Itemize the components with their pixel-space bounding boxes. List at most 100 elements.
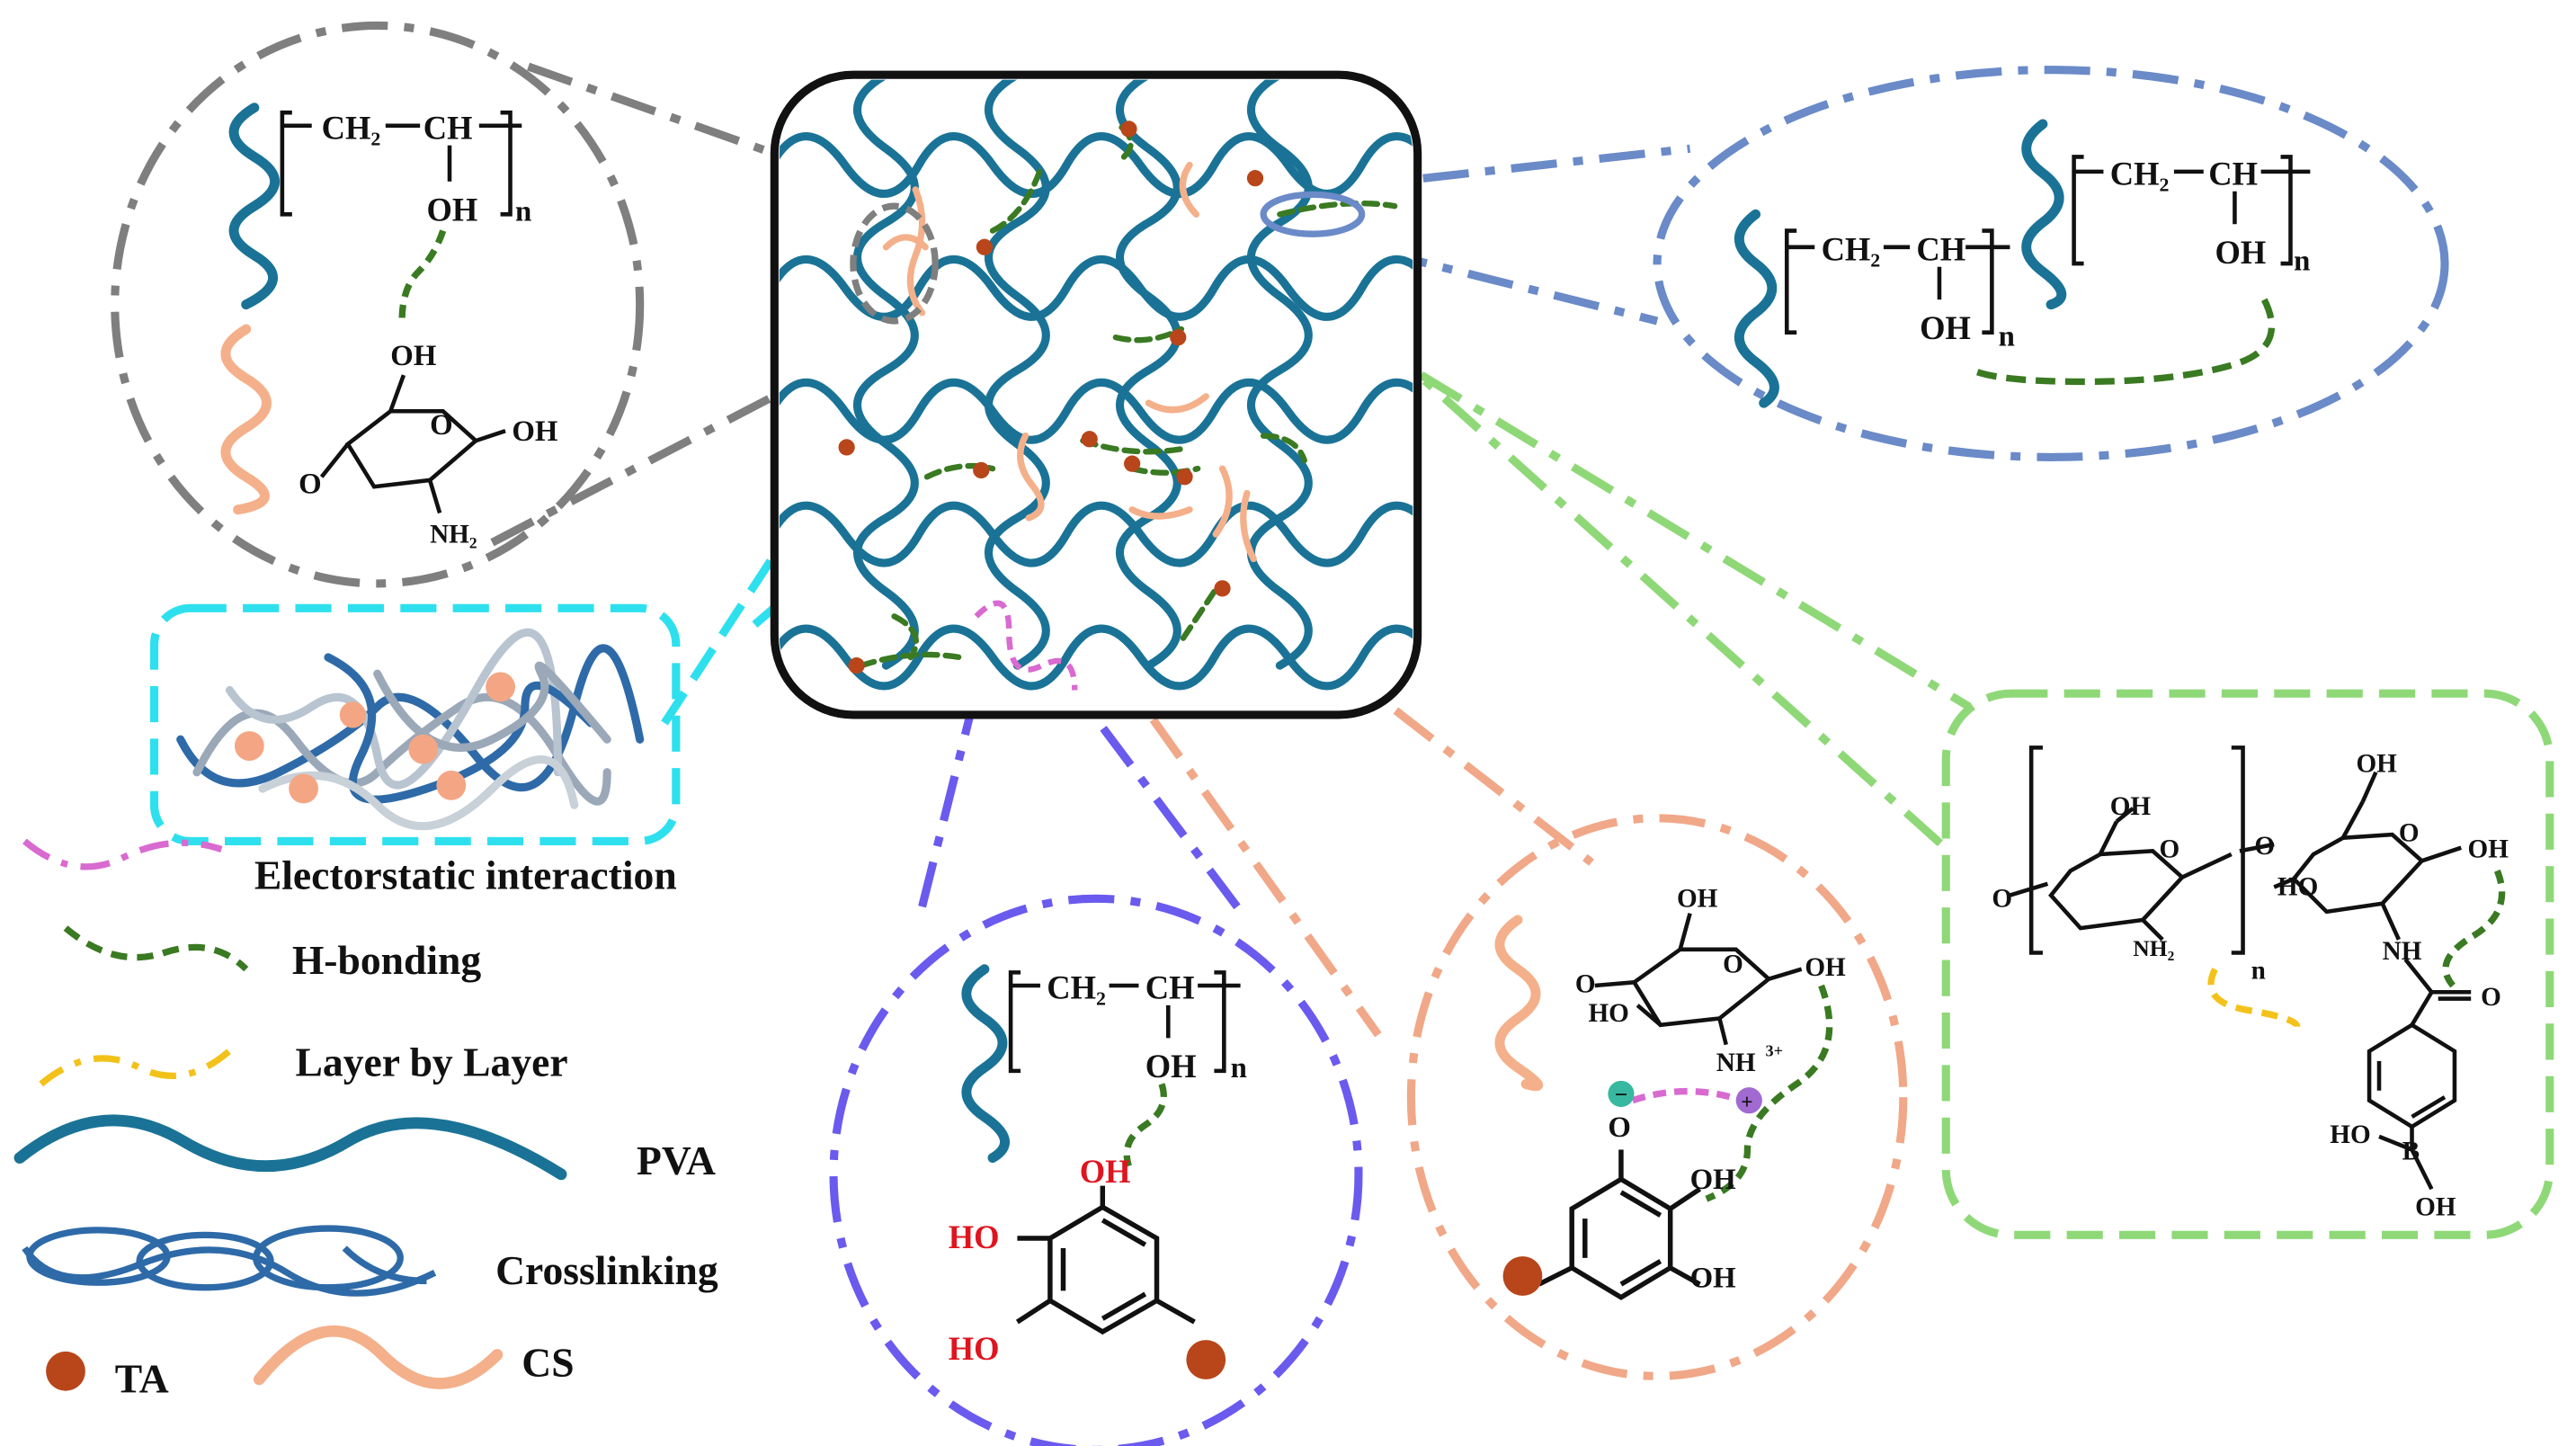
chem-n-blue-2: n: [2294, 245, 2310, 277]
chem-minus: −: [1615, 1082, 1628, 1108]
zoom-green-lbl: OH O O NH₂ n O OH O OH HO NH O B HO OH: [1941, 689, 2554, 1239]
chem-oh-green-1: OH: [2110, 792, 2152, 821]
legend-swatch-electrostatic: [22, 838, 223, 870]
chem-ch2-blue-1: CH₂: [1822, 230, 1881, 267]
chem-oh-green-2: OH: [2356, 750, 2397, 779]
ta-bursts: [234, 672, 515, 804]
ta-dots: [838, 120, 1264, 674]
chem-nh2-gray: NH₂: [430, 520, 477, 549]
zoom-blue-pva-pva: CH₂ CH OH n CH₂ CH OH n: [1653, 66, 2449, 461]
chem-ho-orange: HO: [1588, 999, 1628, 1028]
chem-nh2-green: NH₂: [2133, 935, 2174, 961]
plus-charge-icon: [1735, 1087, 1762, 1114]
hbond-orange: [1705, 984, 1833, 1202]
chem-nh3-orange: NH: [1716, 1049, 1756, 1077]
chem-ring-o-green-2: O: [2399, 818, 2420, 847]
zoom-orange-cs-ta: OH O OH O HO NH 3+ + − O OH OH: [1406, 814, 1908, 1380]
legend-hbonding: H-bonding: [292, 937, 482, 983]
legend-swatch-crosslinking: [22, 1225, 437, 1297]
chem-charge3-orange: 3+: [1766, 1041, 1784, 1059]
chem-nh-green: NH: [2383, 937, 2422, 966]
connector-blue: [1246, 144, 1691, 326]
chem-oh-orange-1: OH: [1677, 884, 1718, 913]
chem-oh-orange-4: OH: [1690, 1263, 1736, 1295]
hbond-blue: [1967, 298, 2276, 386]
zoom-purple-pva-ta: CH₂ CH OH n OH HO HO: [829, 894, 1363, 1446]
chem-ho-green: HO: [2277, 873, 2318, 902]
chem-ho-b-green: HO: [2330, 1120, 2370, 1149]
legend-swatch-ta: [46, 1351, 85, 1391]
hbond-purple: [1123, 1083, 1167, 1167]
zoom-marker-blue: [1260, 191, 1366, 237]
pva-chain-gray: [228, 103, 281, 310]
legend-lbl: Layer by Layer: [295, 1039, 567, 1084]
chem-plus: +: [1741, 1091, 1753, 1114]
legend-pva: PVA: [637, 1138, 716, 1183]
chem-oh-purple: OH: [1145, 1048, 1197, 1084]
chem-ho-red-3: HO: [949, 1330, 1000, 1367]
zoom-cyan-crosslinking: [149, 603, 681, 845]
ta-dot-orange: [1502, 1256, 1543, 1296]
legend-swatch-pva: [13, 1114, 567, 1181]
hbond-gray: [398, 229, 447, 321]
chem-oh-b-green: OH: [2415, 1192, 2456, 1221]
chem-n-purple: n: [1231, 1052, 1247, 1084]
cs-chain-gray: [220, 324, 272, 515]
connector-green: [1309, 276, 1972, 858]
zoom-marker-gray: [850, 202, 939, 325]
chem-ring-o-gray: O: [430, 409, 453, 442]
chem-ch2: CH₂: [322, 109, 381, 146]
chem-n-blue-1: n: [1999, 320, 2015, 353]
legend-crosslinking: Crosslinking: [495, 1247, 718, 1293]
legend-swatch-hbond: [63, 925, 249, 972]
legend: Electorstatic interaction H-bonding Laye…: [13, 838, 718, 1402]
legend-swatch-cs: [253, 1325, 504, 1389]
connector-purple: [914, 655, 1251, 923]
chem-n-green: n: [2251, 957, 2266, 986]
hbond-green: [2442, 869, 2506, 988]
chem-ch-blue-2: CH: [2208, 155, 2258, 192]
chem-oh-blue-1: OH: [1920, 309, 1971, 346]
network-box: [770, 70, 1422, 719]
ta-dot-purple: [1186, 1340, 1226, 1379]
chem-o-bridge-green: O: [2254, 832, 2275, 861]
chem-ch-purple: CH: [1145, 969, 1195, 1006]
zoom-gray-pva-cs: CH₂ CH OH n OH O OH O NH₂: [111, 21, 645, 588]
legend-ta: TA: [115, 1356, 169, 1402]
chem-n: n: [515, 196, 531, 228]
minus-charge-icon: [1608, 1080, 1635, 1108]
electrostatic-in-box: [974, 600, 1078, 691]
chem-o-link-gray: O: [299, 469, 322, 501]
chem-ch2-purple: CH₂: [1047, 969, 1106, 1006]
hbond-lines: [858, 120, 1398, 669]
chem-ch: CH: [423, 109, 473, 146]
electrostatic-orange: [1631, 1087, 1733, 1104]
chem-oh-3: OH: [512, 415, 557, 448]
chem-o-carbonyl-green: O: [2481, 983, 2501, 1012]
gallol-ring-purple: [1015, 1185, 1196, 1335]
chem-oh-orange-2: OH: [1805, 953, 1846, 982]
chem-ho-red-2: HO: [949, 1218, 1000, 1255]
chem-ch-blue-1: CH: [1916, 230, 1965, 267]
lbl-green: [2207, 968, 2301, 1028]
chem-o-link-orange: O: [1575, 969, 1596, 998]
chem-ring-o-green-1: O: [2159, 835, 2179, 864]
chem-ring-o-orange: O: [1723, 950, 1743, 978]
gallol-ring-orange: [1538, 1149, 1702, 1300]
legend-electrostatic: Electorstatic interaction: [254, 852, 677, 897]
chem-o-link-green: O: [1992, 884, 2012, 913]
chem-oh-blue-2: OH: [2215, 234, 2267, 271]
glucosamine-ring-gray: [319, 374, 506, 514]
chem-oh-red-1: OH: [1080, 1153, 1131, 1190]
chem-oh: OH: [426, 192, 477, 228]
chem-b-green: B: [2402, 1137, 2420, 1165]
chem-oh-orange-3: OH: [1690, 1164, 1736, 1196]
glucosamine-ring-orange: [1594, 913, 1803, 1046]
chem-ch2-blue-2: CH₂: [2110, 155, 2170, 192]
chem-oh-2: OH: [390, 340, 436, 372]
legend-swatch-lbl: [39, 1040, 241, 1087]
chem-o-minus-orange: O: [1608, 1111, 1631, 1144]
chem-oh-green-3: OH: [2468, 835, 2509, 864]
cs-chains: [882, 161, 1257, 563]
